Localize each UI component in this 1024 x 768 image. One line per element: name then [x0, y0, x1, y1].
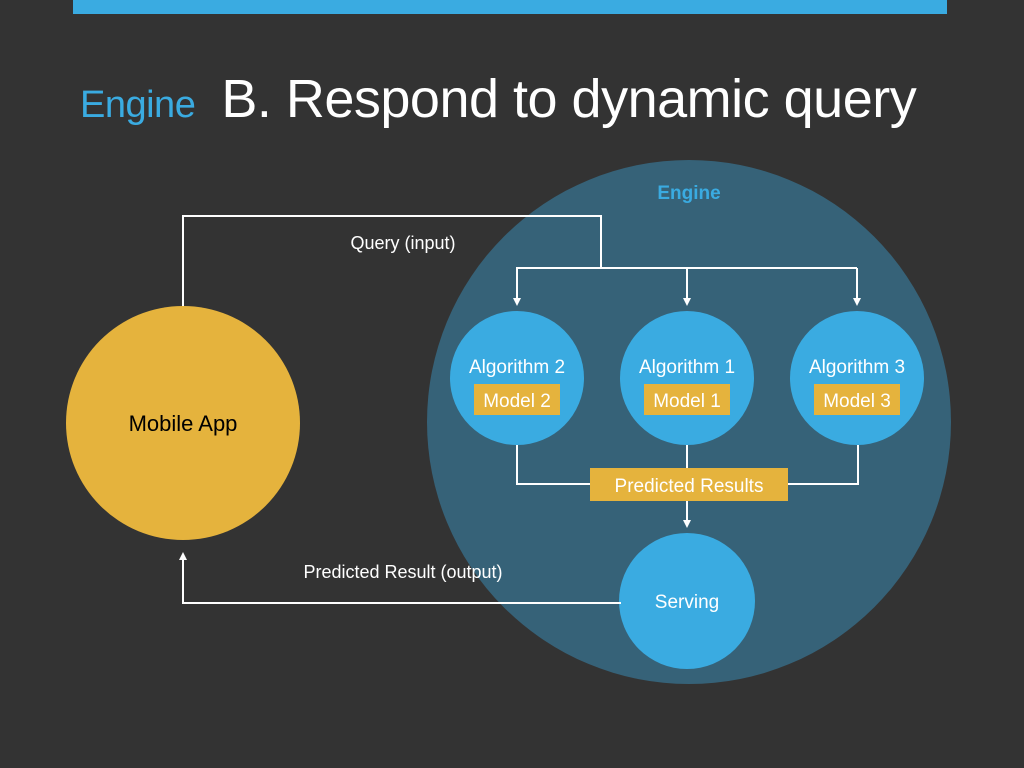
- model-badge: [474, 384, 560, 415]
- algorithm-3-output-connector: [788, 445, 859, 485]
- section-tag: Engine: [80, 84, 196, 126]
- engine-label: Engine: [657, 183, 720, 204]
- top-accent-bar: [73, 0, 947, 14]
- query-label: Query (input): [350, 233, 455, 253]
- mobile-app-node: [66, 306, 300, 540]
- query-connector: [182, 215, 602, 306]
- output-label: Predicted Result (output): [303, 562, 502, 582]
- title-row: Engine B. Respond to dynamic query: [80, 68, 917, 138]
- model-badge: [814, 384, 900, 415]
- slide-title: B. Respond to dynamic query: [221, 69, 917, 129]
- model-label: Model 2: [483, 391, 551, 412]
- predicted-results-badge: [590, 468, 788, 501]
- serving-node: [619, 533, 755, 669]
- mobile-app-label: Mobile App: [129, 411, 238, 436]
- serving-label: Serving: [655, 592, 719, 613]
- model-label: Model 3: [823, 391, 891, 412]
- algorithm-2-output-connector: [516, 445, 592, 485]
- model-badge: [644, 384, 730, 415]
- algorithm-node: Algorithm 3 Model 3: [790, 311, 924, 445]
- algorithm-name: Algorithm 1: [639, 357, 735, 378]
- algorithm-node: Algorithm 1 Model 1: [620, 311, 754, 445]
- algorithm-name: Algorithm 2: [469, 357, 565, 378]
- model-label: Model 1: [653, 391, 721, 412]
- predicted-results-label: Predicted Results: [615, 476, 764, 497]
- algorithm-node: Algorithm 2 Model 2: [450, 311, 584, 445]
- algorithm-name: Algorithm 3: [809, 357, 905, 378]
- output-connector: [179, 552, 621, 604]
